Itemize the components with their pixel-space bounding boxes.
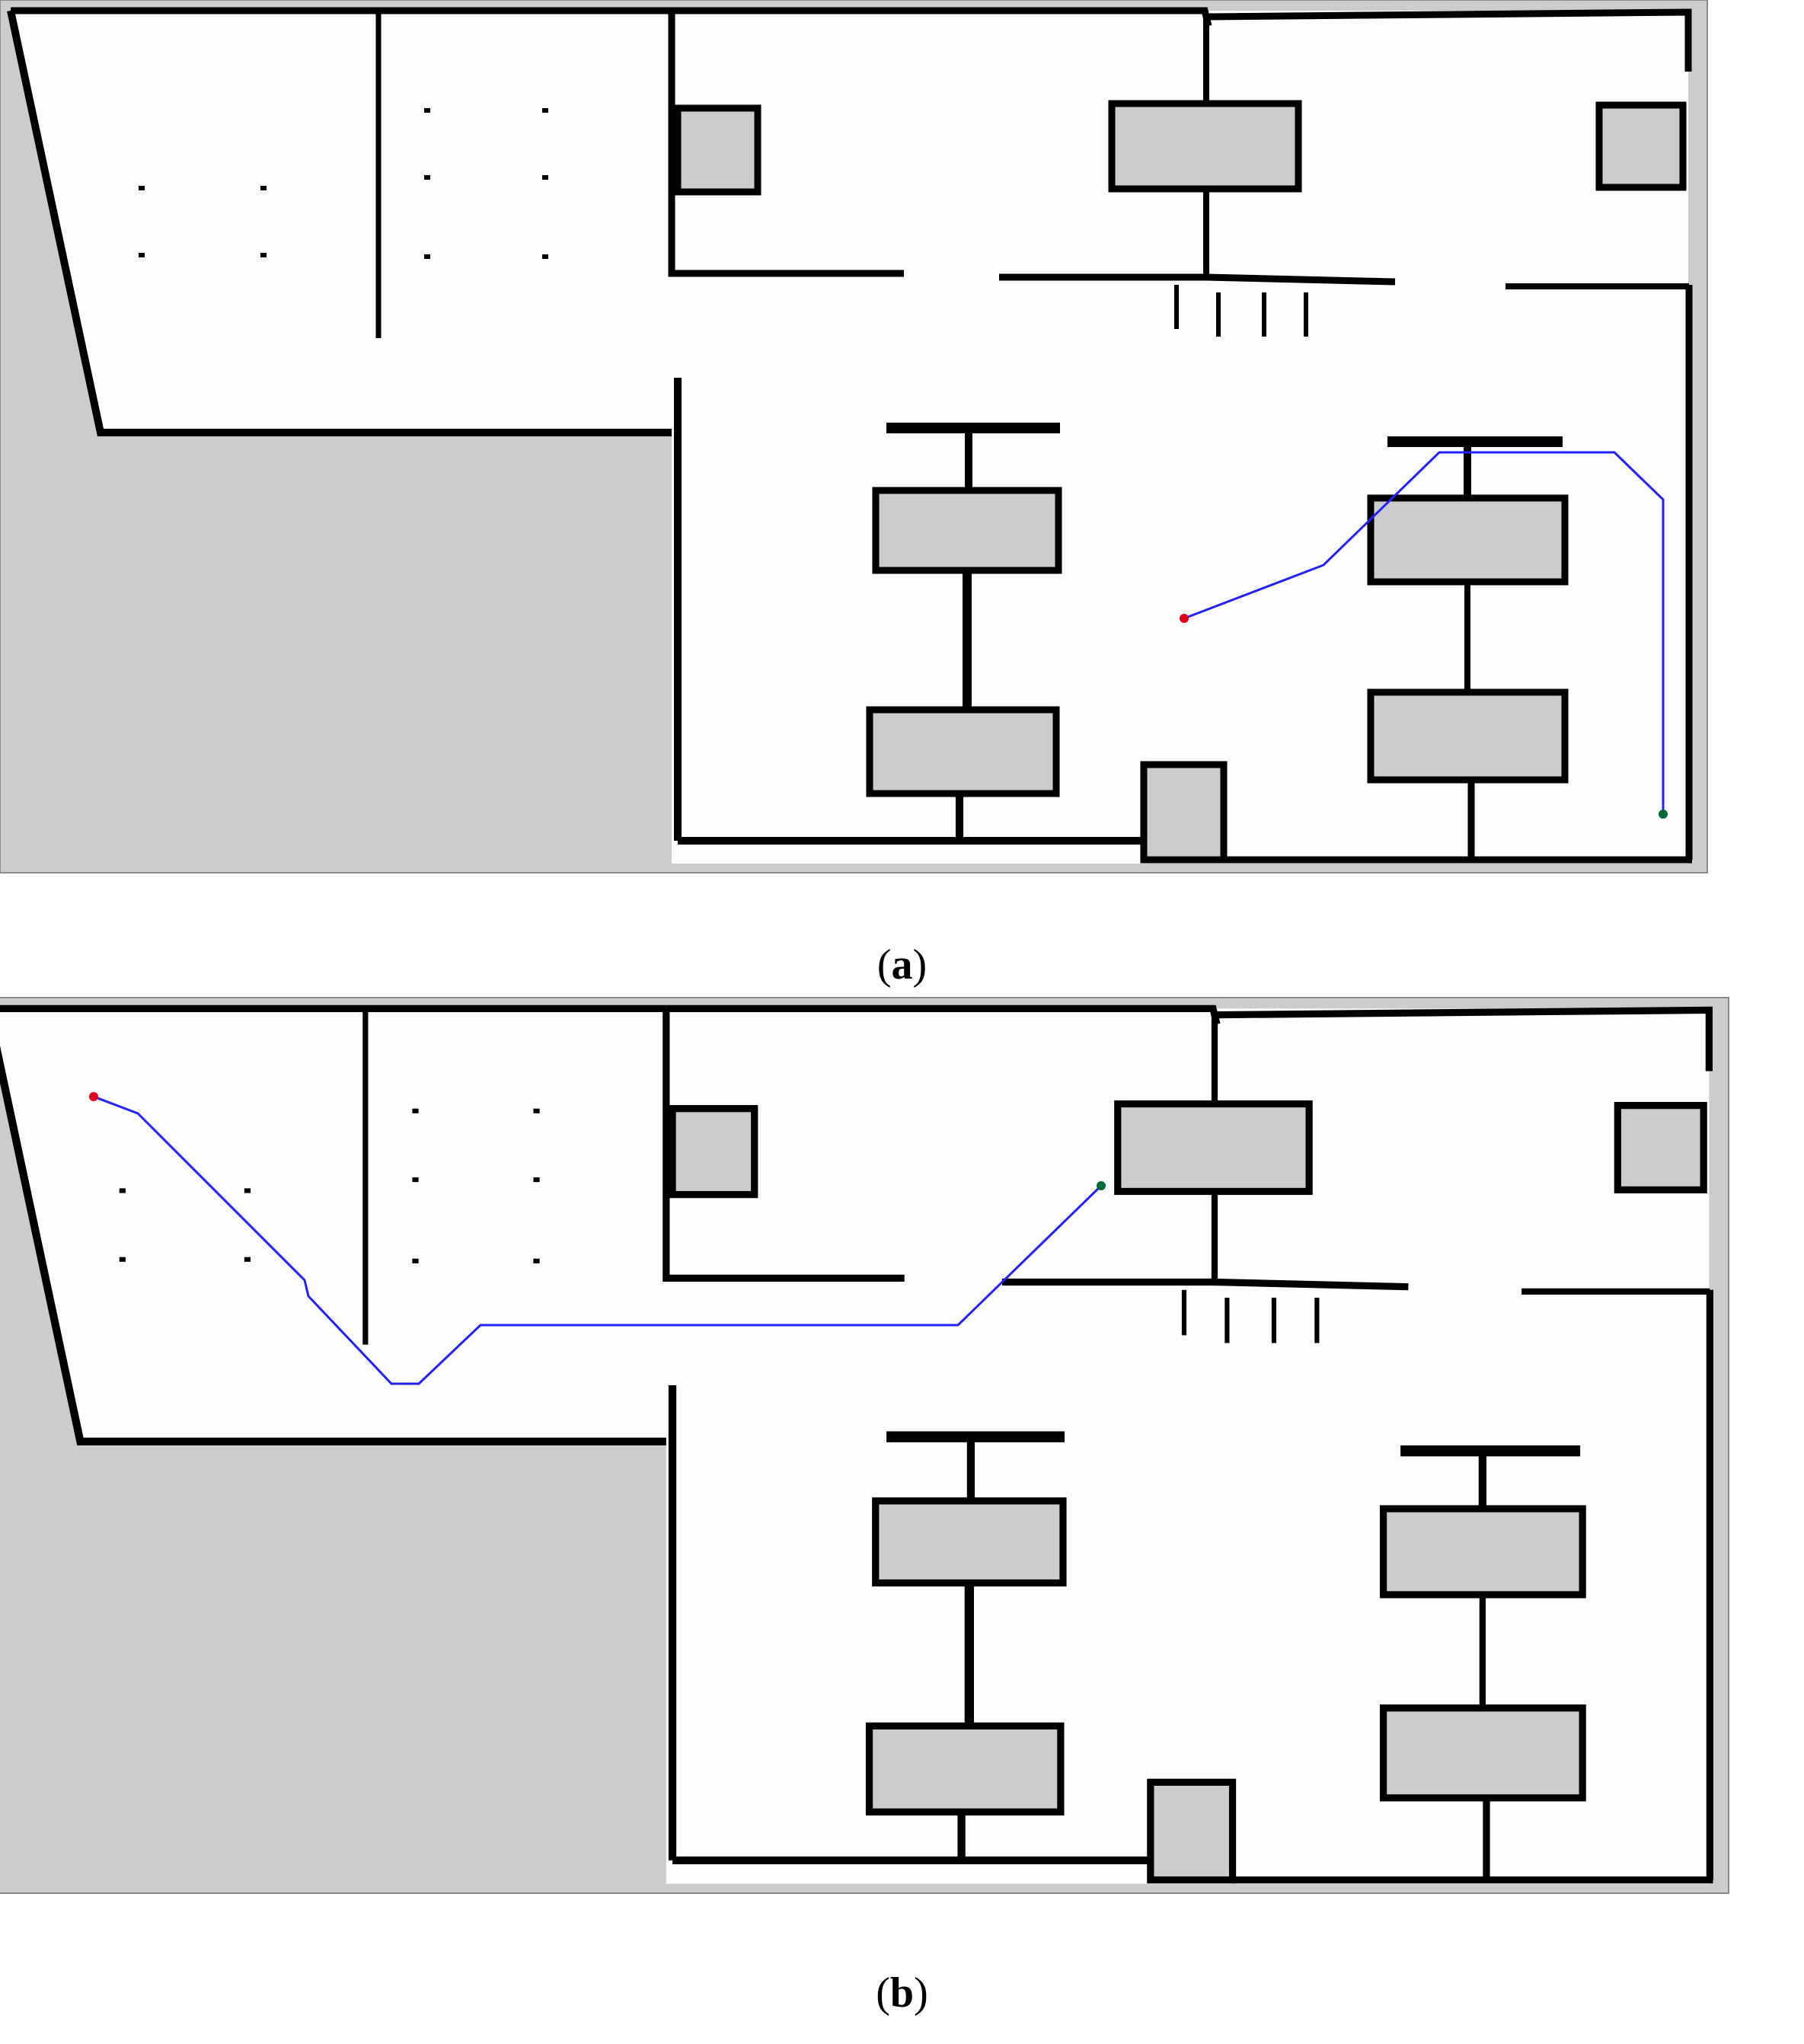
door-post-a bbox=[1304, 292, 1308, 337]
wall-b bbox=[1217, 1006, 1713, 1072]
column-b bbox=[244, 1188, 251, 1193]
column-a bbox=[542, 175, 548, 180]
obstacle-b bbox=[1147, 1778, 1237, 1884]
wall-b bbox=[663, 1008, 905, 1282]
door-post-b bbox=[1181, 1289, 1187, 1336]
caption-b-letter: b bbox=[889, 1969, 915, 2017]
obstacle-a bbox=[1595, 101, 1687, 191]
column-a bbox=[260, 253, 267, 257]
obstacle-a bbox=[1108, 100, 1302, 193]
door-post-a bbox=[1262, 292, 1266, 337]
door-post-a bbox=[1174, 285, 1179, 329]
obstacle-a bbox=[1367, 688, 1569, 784]
obstacle-b bbox=[1614, 1101, 1707, 1194]
obstacle-b bbox=[669, 1105, 758, 1199]
wall-b bbox=[0, 1046, 666, 1445]
door-post-a bbox=[1216, 292, 1221, 337]
column-b bbox=[533, 1258, 540, 1263]
obstacle-a bbox=[866, 706, 1060, 797]
goal-point-b bbox=[1097, 1181, 1106, 1190]
free-space-b bbox=[0, 1008, 1710, 1884]
column-a bbox=[542, 254, 548, 259]
caption-b: (b) bbox=[876, 1969, 928, 2017]
column-a bbox=[139, 186, 145, 190]
goal-point-a bbox=[1659, 810, 1668, 819]
column-b bbox=[533, 1108, 540, 1113]
wall-a bbox=[7, 9, 672, 436]
obstacle-a bbox=[872, 487, 1062, 574]
planned-path-b bbox=[93, 1095, 1103, 1385]
door-post-b bbox=[1271, 1298, 1277, 1343]
caption-a: (a) bbox=[876, 941, 928, 988]
column-b bbox=[119, 1188, 126, 1193]
caption-a-letter: a bbox=[891, 941, 913, 988]
obstacle-b bbox=[1379, 1505, 1586, 1598]
column-a bbox=[139, 253, 145, 257]
column-b bbox=[119, 1257, 126, 1262]
obstacle-b bbox=[1379, 1704, 1586, 1802]
column-b bbox=[412, 1177, 419, 1183]
column-a bbox=[542, 108, 548, 113]
start-point-b bbox=[89, 1092, 98, 1101]
obstacle-b bbox=[872, 1497, 1067, 1587]
wall-b bbox=[1214, 1278, 1409, 1291]
column-a bbox=[260, 186, 267, 190]
column-b bbox=[412, 1258, 419, 1263]
obstacle-a bbox=[674, 104, 762, 196]
column-b bbox=[533, 1177, 540, 1183]
door-post-b bbox=[1314, 1298, 1320, 1343]
obstacle-b bbox=[1114, 1100, 1313, 1196]
column-b bbox=[244, 1257, 251, 1262]
free-space-a bbox=[11, 11, 1688, 864]
column-a bbox=[424, 254, 430, 259]
column-a bbox=[424, 175, 430, 180]
wall-a bbox=[668, 11, 904, 277]
column-b bbox=[412, 1108, 419, 1113]
obstacle-a bbox=[1140, 761, 1228, 864]
door-post-b bbox=[1224, 1298, 1230, 1343]
obstacle-a bbox=[1367, 494, 1569, 586]
wall-a bbox=[1205, 273, 1396, 286]
wall-a bbox=[1208, 8, 1692, 72]
start-point-a bbox=[1180, 614, 1189, 623]
planned-path-a bbox=[1183, 451, 1665, 814]
column-a bbox=[424, 108, 430, 113]
obstacle-b bbox=[865, 1722, 1065, 1816]
